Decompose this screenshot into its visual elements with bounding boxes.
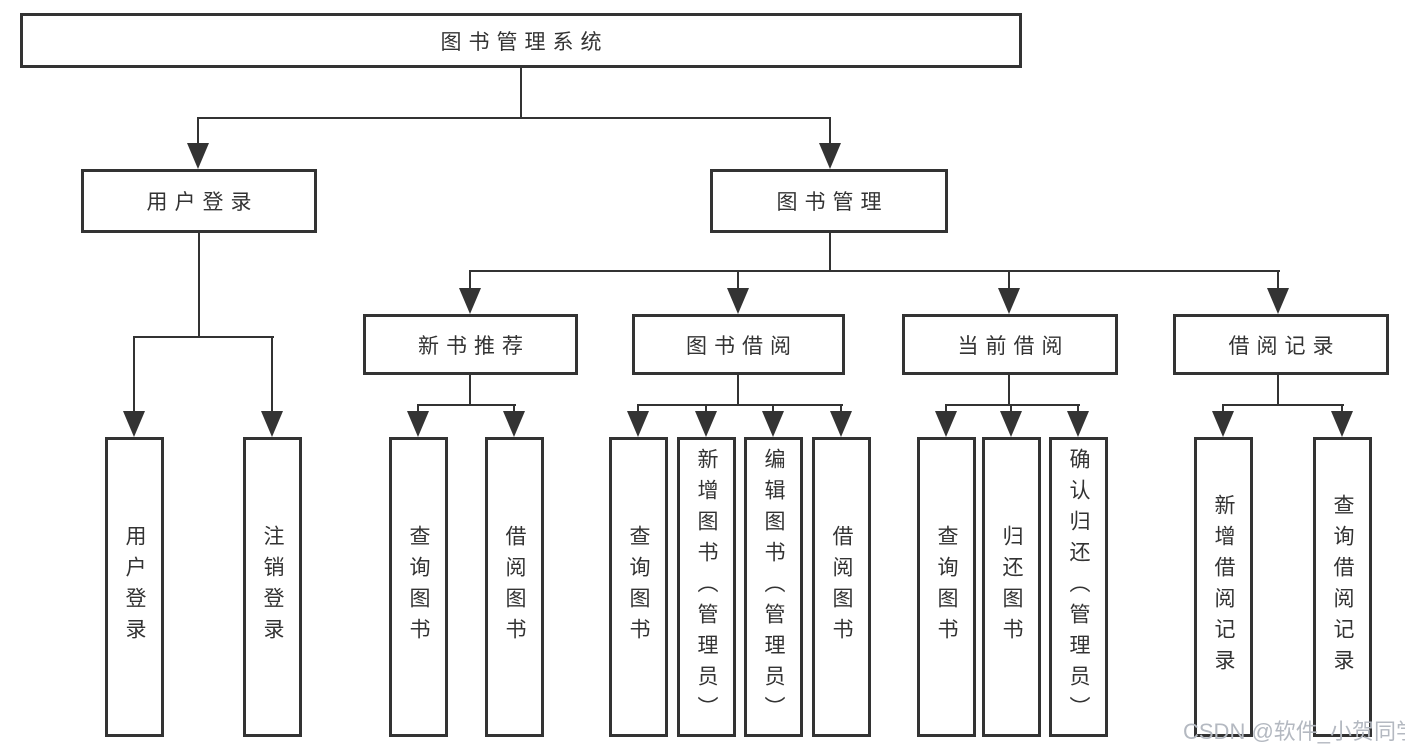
connector-stem [1077,404,1079,413]
leaf-borrowing-query-books: 查询图书 [609,437,668,737]
connector-stem [637,404,639,413]
node-label: 图书管理系统 [440,30,609,54]
node-book-management: 图书管理 [710,169,948,233]
connector-stem [133,336,135,412]
connector-stem [1008,375,1010,406]
leaf-label: 新增图书（管理员） [695,447,718,727]
arrowhead [503,411,525,437]
connector-stem [469,375,471,406]
connector-stem [737,270,739,290]
connector-stem [513,404,515,413]
connector-stem [1277,375,1279,406]
arrowhead [935,411,957,437]
leaf-label: 查询图书 [627,525,650,649]
connector-stem [945,404,947,413]
node-label: 图书借阅 [686,334,798,358]
connector-stem [705,404,707,413]
node-borrowing-records: 借阅记录 [1173,314,1389,375]
arrowhead [407,411,429,437]
leaf-label: 借阅图书 [830,525,853,649]
arrowhead [187,143,209,169]
connector-stem [1222,404,1224,413]
leaf-borrowing-borrow-books: 借阅图书 [812,437,871,737]
arrowhead [1067,411,1089,437]
connector-stem [1010,404,1012,413]
leaf-label: 确认归还（管理员） [1067,447,1090,727]
arrowhead [1267,288,1289,314]
connector-stem [197,117,199,145]
connector-stem [417,404,419,413]
connector-stem [840,404,842,413]
arrowhead [261,411,283,437]
connector-stem [469,270,471,290]
connector-stem [271,336,273,412]
leaf-recommend-borrow-books: 借阅图书 [485,437,544,737]
arrowhead [762,411,784,437]
leaf-label: 注销登录 [261,525,284,649]
arrowhead [727,288,749,314]
csdn-watermark: CSDN @软件_小贺同学 [1183,719,1405,744]
connector-bar [637,404,843,406]
node-label: 用户登录 [146,191,259,214]
leaf-label: 查询图书 [407,525,430,649]
arrowhead [627,411,649,437]
leaf-label: 借阅图书 [503,525,526,649]
connector-bar [1222,404,1344,406]
leaf-user-login: 用户登录 [105,437,164,737]
arrowhead [1331,411,1353,437]
leaf-current-return-books: 归还图书 [982,437,1041,737]
connector-stem [829,117,831,145]
node-new-book-recommend: 新书推荐 [363,314,578,375]
arrowhead [819,143,841,169]
connector-stem [1277,270,1279,290]
connector-level2-bar [197,117,831,119]
node-library-management-system: 图书管理系统 [20,13,1022,68]
arrowhead [459,288,481,314]
leaf-label: 查询图书 [935,525,958,649]
leaf-label: 归还图书 [1000,525,1023,649]
arrowhead [830,411,852,437]
node-label: 新书推荐 [418,334,530,358]
leaf-current-query-books: 查询图书 [917,437,976,737]
leaf-records-query-borrow-record: 查询借阅记录 [1313,437,1372,737]
connector-root-stem [520,68,522,118]
leaf-borrowing-edit-books-admin: 编辑图书（管理员） [744,437,803,737]
connector-bar [945,404,1080,406]
arrowhead [1212,411,1234,437]
connector-stem [198,233,200,338]
leaf-logout: 注销登录 [243,437,302,737]
connector-stem [772,404,774,413]
leaf-label: 查询借阅记录 [1331,494,1354,680]
node-label: 当前借阅 [957,334,1070,358]
connector-level3-bar [469,270,1280,272]
node-label: 借阅记录 [1228,334,1341,358]
arrowhead [123,411,145,437]
connector-stem [737,375,739,406]
leaf-label: 编辑图书（管理员） [762,447,785,727]
connector-stem [1341,404,1343,413]
leaf-label: 用户登录 [123,525,146,649]
leaf-borrowing-add-books-admin: 新增图书（管理员） [677,437,736,737]
arrowhead [1000,411,1022,437]
arrowhead [695,411,717,437]
node-label: 图书管理 [776,191,889,214]
connector-stem [829,233,831,272]
connector-bar [417,404,516,406]
connector-stem [1008,270,1010,290]
leaf-recommend-query-books: 查询图书 [389,437,448,737]
leaf-records-add-borrow-record: 新增借阅记录 [1194,437,1253,737]
arrowhead [998,288,1020,314]
node-current-borrowing: 当前借阅 [902,314,1118,375]
node-book-borrowing: 图书借阅 [632,314,845,375]
node-user-login: 用户登录 [81,169,317,233]
leaf-label: 新增借阅记录 [1212,494,1235,680]
connector-bar [133,336,274,338]
leaf-current-confirm-return-admin: 确认归还（管理员） [1049,437,1108,737]
